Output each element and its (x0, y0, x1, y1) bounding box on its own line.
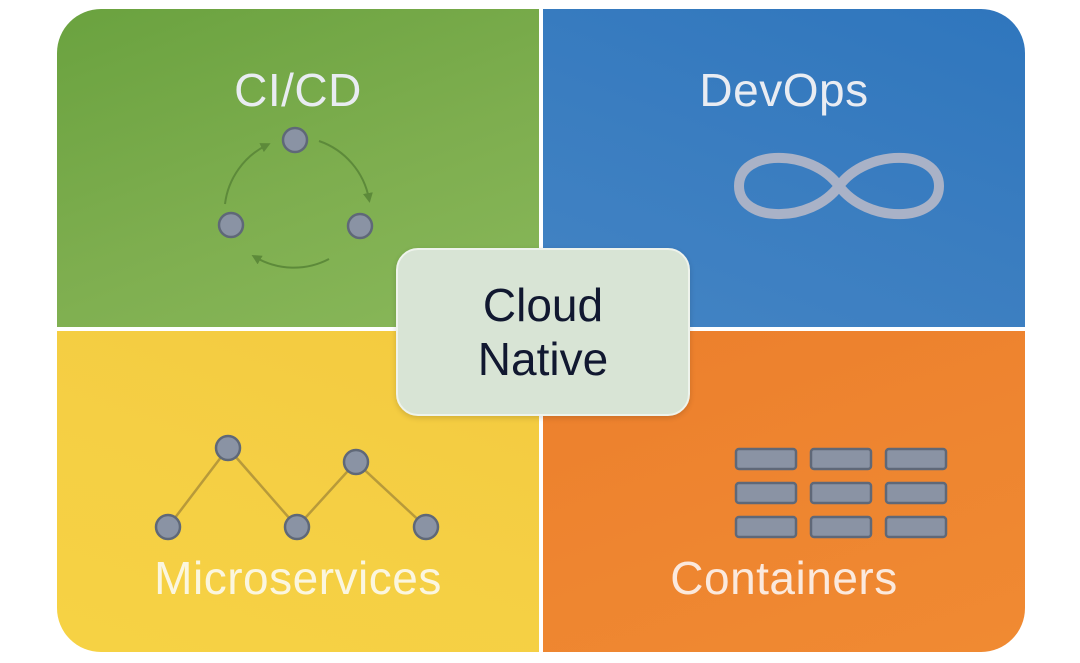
quadrant-cicd: CI/CD (57, 9, 539, 327)
container-grid-icon (734, 447, 948, 539)
quadrant-title-microservices: Microservices (154, 552, 442, 604)
center-label-line-2: Native (477, 333, 609, 385)
network-icon (154, 434, 440, 541)
infinity-icon (734, 153, 944, 219)
quadrant-board: CI/CD DevOps (57, 9, 1025, 652)
center-label-line-1: Cloud (482, 279, 604, 331)
quadrant-title-devops: DevOps (699, 64, 869, 116)
cloud-native-label: Cloud Native (396, 248, 690, 416)
cycle-icon (217, 126, 374, 269)
quadrant-title-cicd: CI/CD (234, 64, 362, 116)
quadrant-title-containers: Containers (670, 552, 898, 604)
